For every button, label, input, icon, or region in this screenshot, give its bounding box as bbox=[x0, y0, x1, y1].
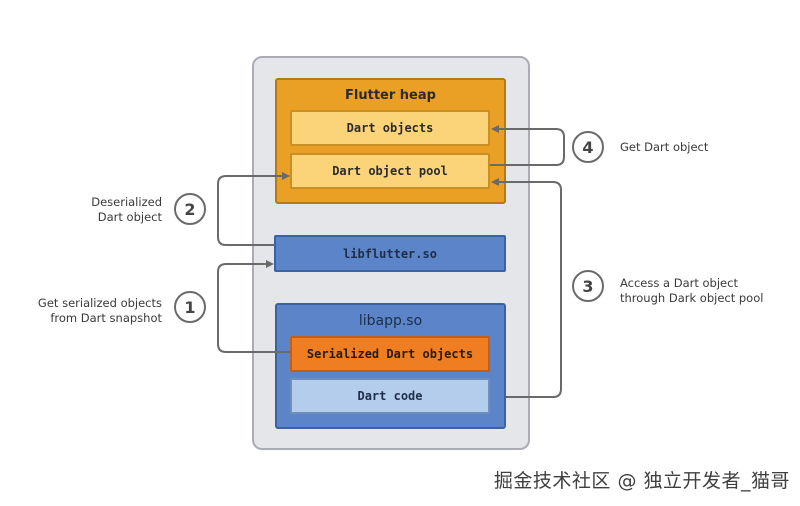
step-2-circle: 2 bbox=[174, 193, 206, 225]
step-2-label: Deserialized Dart object bbox=[40, 195, 162, 225]
dart-code-box: Dart code bbox=[290, 378, 490, 414]
step-1-label-line-2: from Dart snapshot bbox=[50, 311, 162, 325]
step-1-circle: 1 bbox=[174, 291, 206, 323]
serialized-dart-objects-box: Serialized Dart objects bbox=[290, 336, 490, 372]
dart-objects-box: Dart objects bbox=[290, 110, 490, 146]
step-4-label-line: Get Dart object bbox=[620, 140, 709, 154]
libflutter-box: libflutter.so bbox=[274, 235, 506, 272]
step-2-label-line-2: Dart object bbox=[97, 210, 162, 224]
step-3-circle: 3 bbox=[572, 270, 604, 302]
step-4-label: Get Dart object bbox=[620, 140, 708, 155]
step-3-label-line-2: through Dark object pool bbox=[620, 291, 764, 305]
watermark-text: 掘金技术社区 @ 独立开发者_猫哥 bbox=[493, 470, 790, 492]
flutter-heap-title: Flutter heap bbox=[345, 88, 436, 103]
step-3-label-line-1: Access a Dart object bbox=[620, 276, 738, 290]
step-2-label-line-1: Deserialized bbox=[91, 195, 162, 209]
step-1-label-line-1: Get serialized objects bbox=[37, 296, 162, 310]
dart-object-pool-box: Dart object pool bbox=[290, 153, 490, 189]
libapp-title: libapp.so bbox=[358, 313, 423, 329]
step-3-label: Access a Dart object through Dark object… bbox=[620, 276, 763, 306]
step-1-label: Get serialized objects from Dart snapsho… bbox=[20, 296, 162, 326]
step-4-circle: 4 bbox=[572, 131, 604, 163]
